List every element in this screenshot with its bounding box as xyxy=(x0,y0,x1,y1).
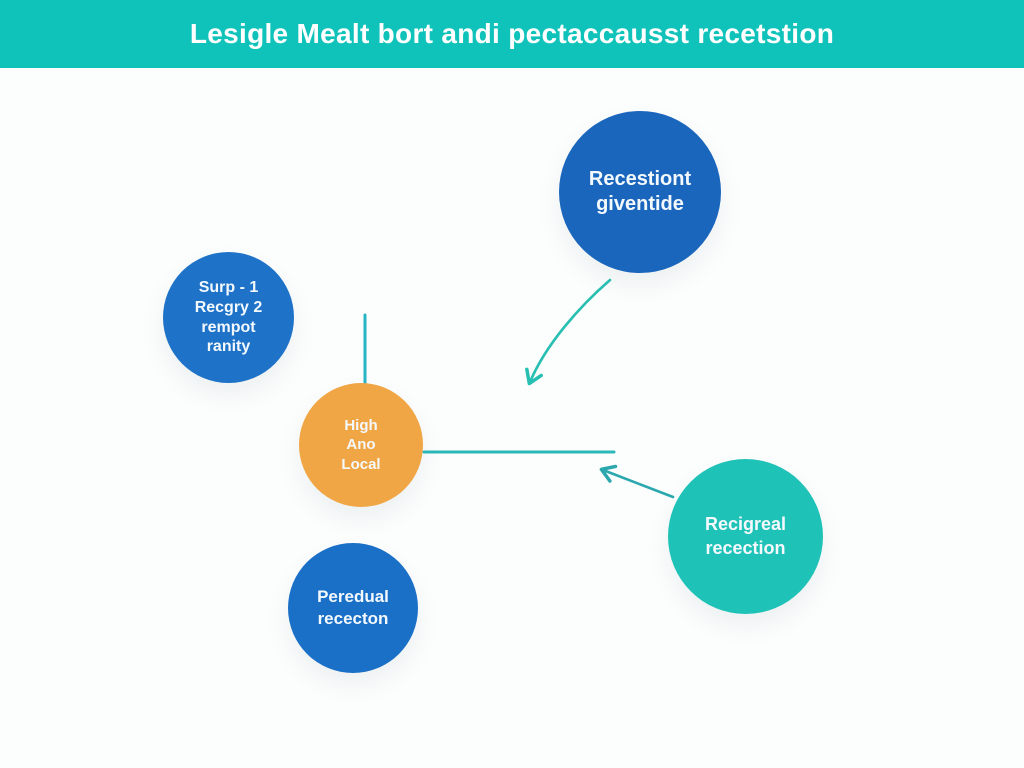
header-bar: Lesigle Mealt bort andi pectaccausst rec… xyxy=(0,0,1024,68)
node-label-line: Recigreal xyxy=(704,514,787,535)
curved-arrow xyxy=(525,278,612,386)
straight-arrow xyxy=(599,464,675,499)
node-label-line: rempot xyxy=(201,318,256,336)
node-label-line: recection xyxy=(705,537,786,558)
node-label-line: Recgry 2 xyxy=(194,298,263,316)
node-peredual-rececton: Peredual rececton xyxy=(288,543,418,673)
node-high-ano-local: High Ano Local xyxy=(299,383,423,507)
node-label-line: High xyxy=(344,416,378,434)
node-label-line: Local xyxy=(341,455,381,473)
node-label-line: giventide xyxy=(596,193,684,215)
node-surp-recgry: Surp - 1 Recgry 2 rempot ranity xyxy=(163,252,294,383)
node-label-line: Recestiont xyxy=(588,168,692,190)
node-recestiont-giventide: Recestiont giventide xyxy=(559,111,721,273)
node-label-line: rececton xyxy=(317,609,389,628)
diagram-title: Lesigle Mealt bort andi pectaccausst rec… xyxy=(189,18,835,49)
node-label-line: Ano xyxy=(346,436,376,454)
node-label-line: Surp - 1 xyxy=(198,279,259,297)
node-label-line: ranity xyxy=(206,338,251,356)
node-recigreal-recection: Recigreal recection xyxy=(668,459,823,614)
node-label-line: Peredual xyxy=(317,586,389,606)
